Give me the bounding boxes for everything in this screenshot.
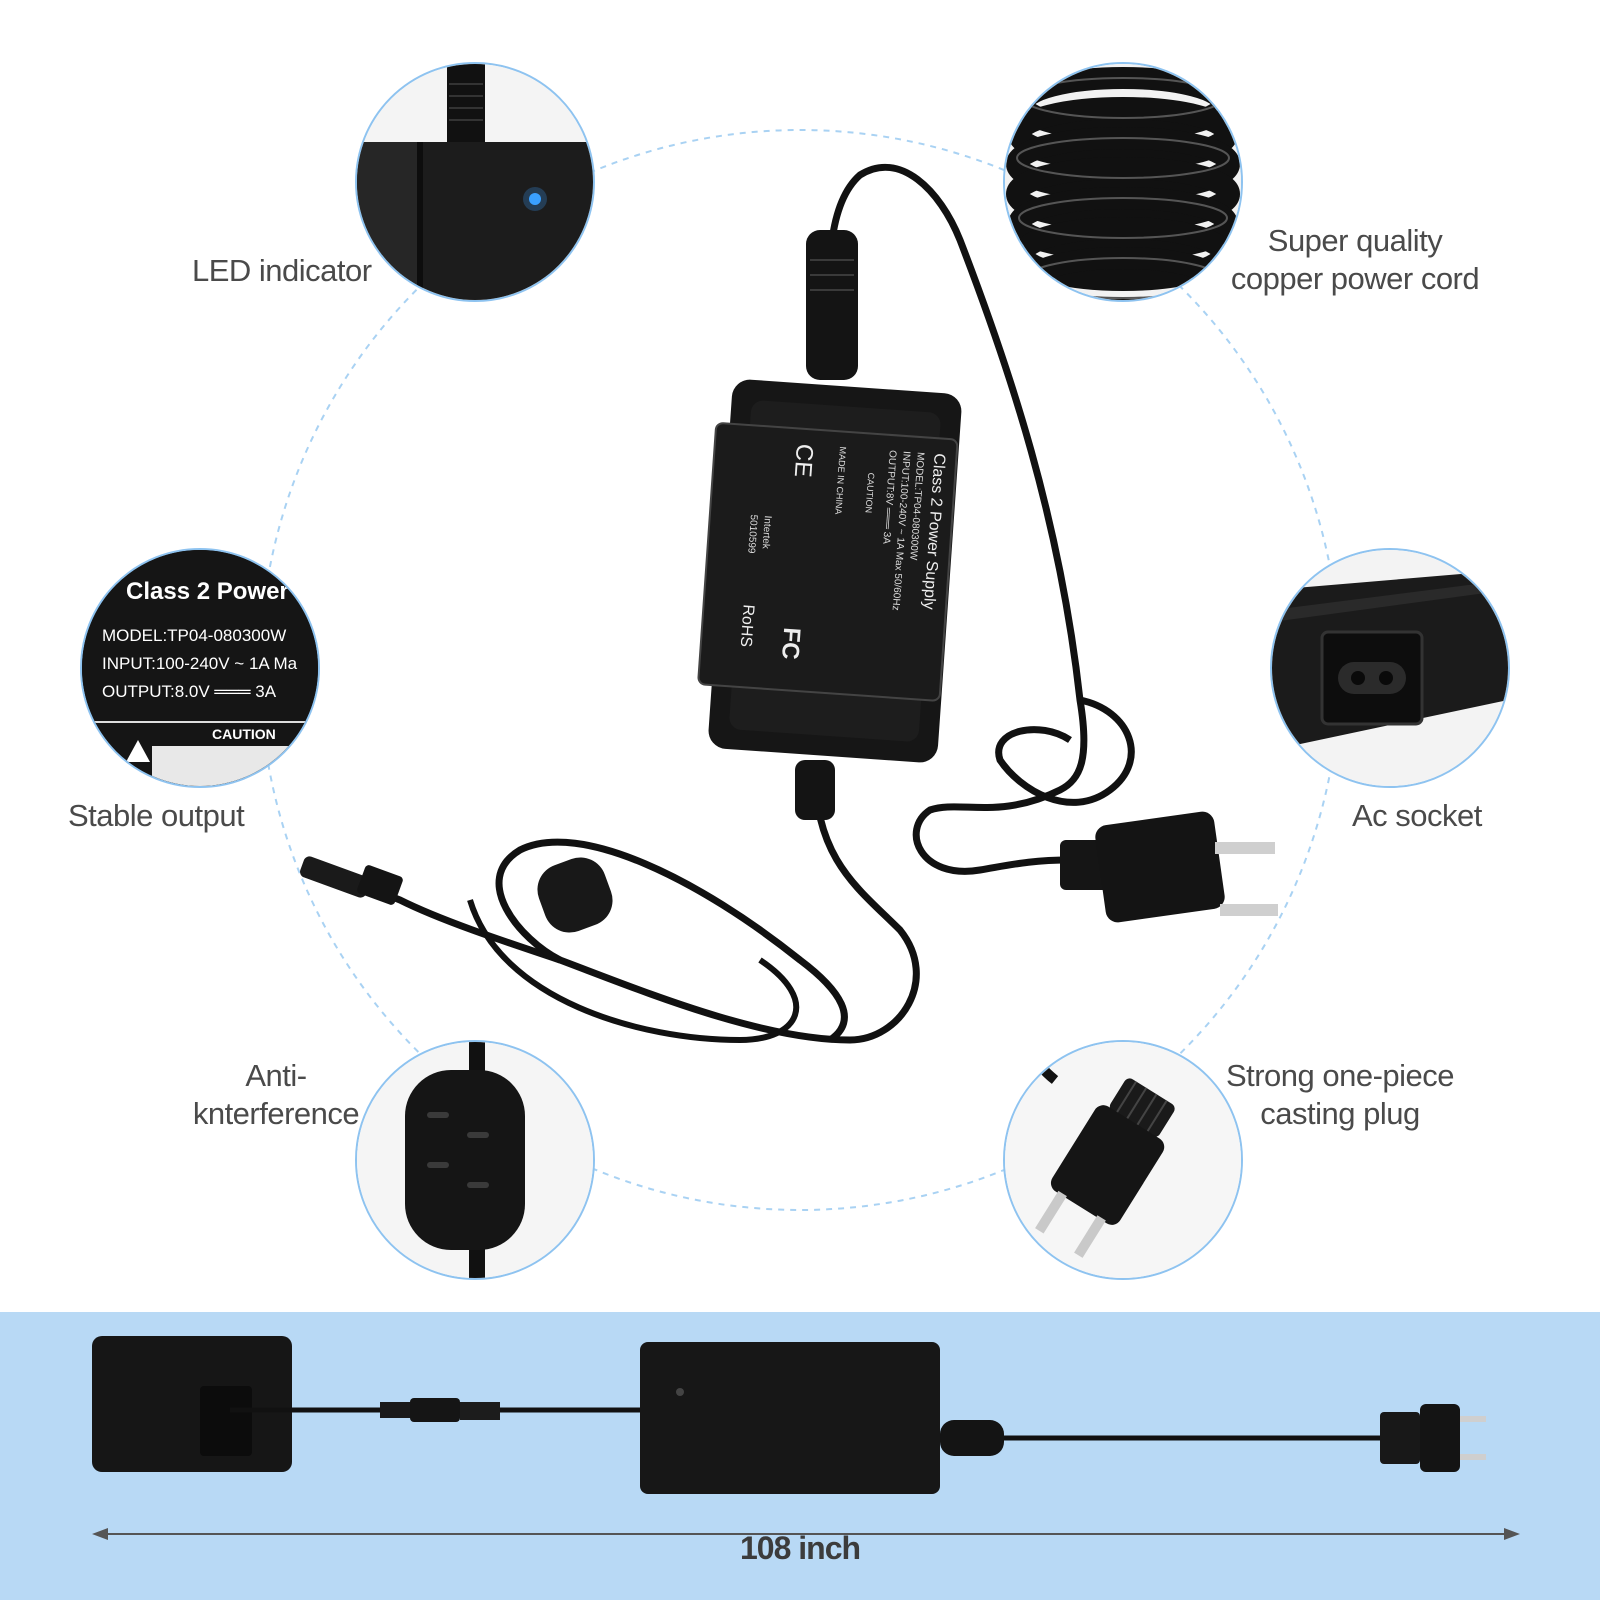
casting-plug-line-1: Strong one-piece: [1225, 1058, 1455, 1093]
length-diagram: [92, 1336, 1520, 1540]
casting-plug-label: Strong one-piece casting plug: [1210, 1057, 1470, 1133]
copper-cord-label: Super quality copper power cord: [1220, 222, 1490, 298]
intertek-mark: Intertek: [759, 515, 773, 550]
closeup-title: Class 2 Power: [126, 578, 289, 605]
closeup-output: OUTPUT:8.0V ═══ 3A: [102, 682, 277, 701]
led-indicator-label: LED indicator: [192, 253, 372, 288]
ferrite-core-circle: [355, 1040, 595, 1280]
led-light: [529, 193, 541, 205]
stable-output-circle: Class 2 Power MODEL:TP04-080300W INPUT:1…: [80, 548, 320, 788]
anti-interference-label: Anti- knterference: [186, 1057, 366, 1133]
closeup-caution: CAUTION: [212, 726, 276, 742]
closeup-model: MODEL:TP04-080300W: [102, 626, 287, 645]
copper-cord-line-2: copper power cord: [1230, 261, 1480, 296]
stable-output-label: Stable output: [68, 798, 245, 833]
ac-socket-circle: [1270, 548, 1510, 788]
cable-length-label: 108 inch: [739, 1530, 861, 1566]
ac-socket-label: Ac socket: [1352, 798, 1482, 833]
rohs-mark: RoHS: [736, 603, 757, 648]
casting-plug-line-2: casting plug: [1260, 1096, 1420, 1131]
casting-plug-circle: [1003, 1040, 1243, 1280]
closeup-input: INPUT:100-240V ~ 1A Ma: [102, 654, 298, 673]
adapter-label-panel: Class 2 Power Supply MODEL:TP04-080300W …: [696, 421, 959, 703]
anti-interference-line-2: knterference: [192, 1096, 360, 1131]
anti-interference-line-1: Anti-: [245, 1058, 307, 1093]
ce-mark: CE: [788, 442, 819, 479]
copper-cord-line-1: Super quality: [1267, 223, 1443, 258]
fc-mark: FC: [775, 626, 806, 661]
led-indicator-circle: [355, 62, 595, 302]
